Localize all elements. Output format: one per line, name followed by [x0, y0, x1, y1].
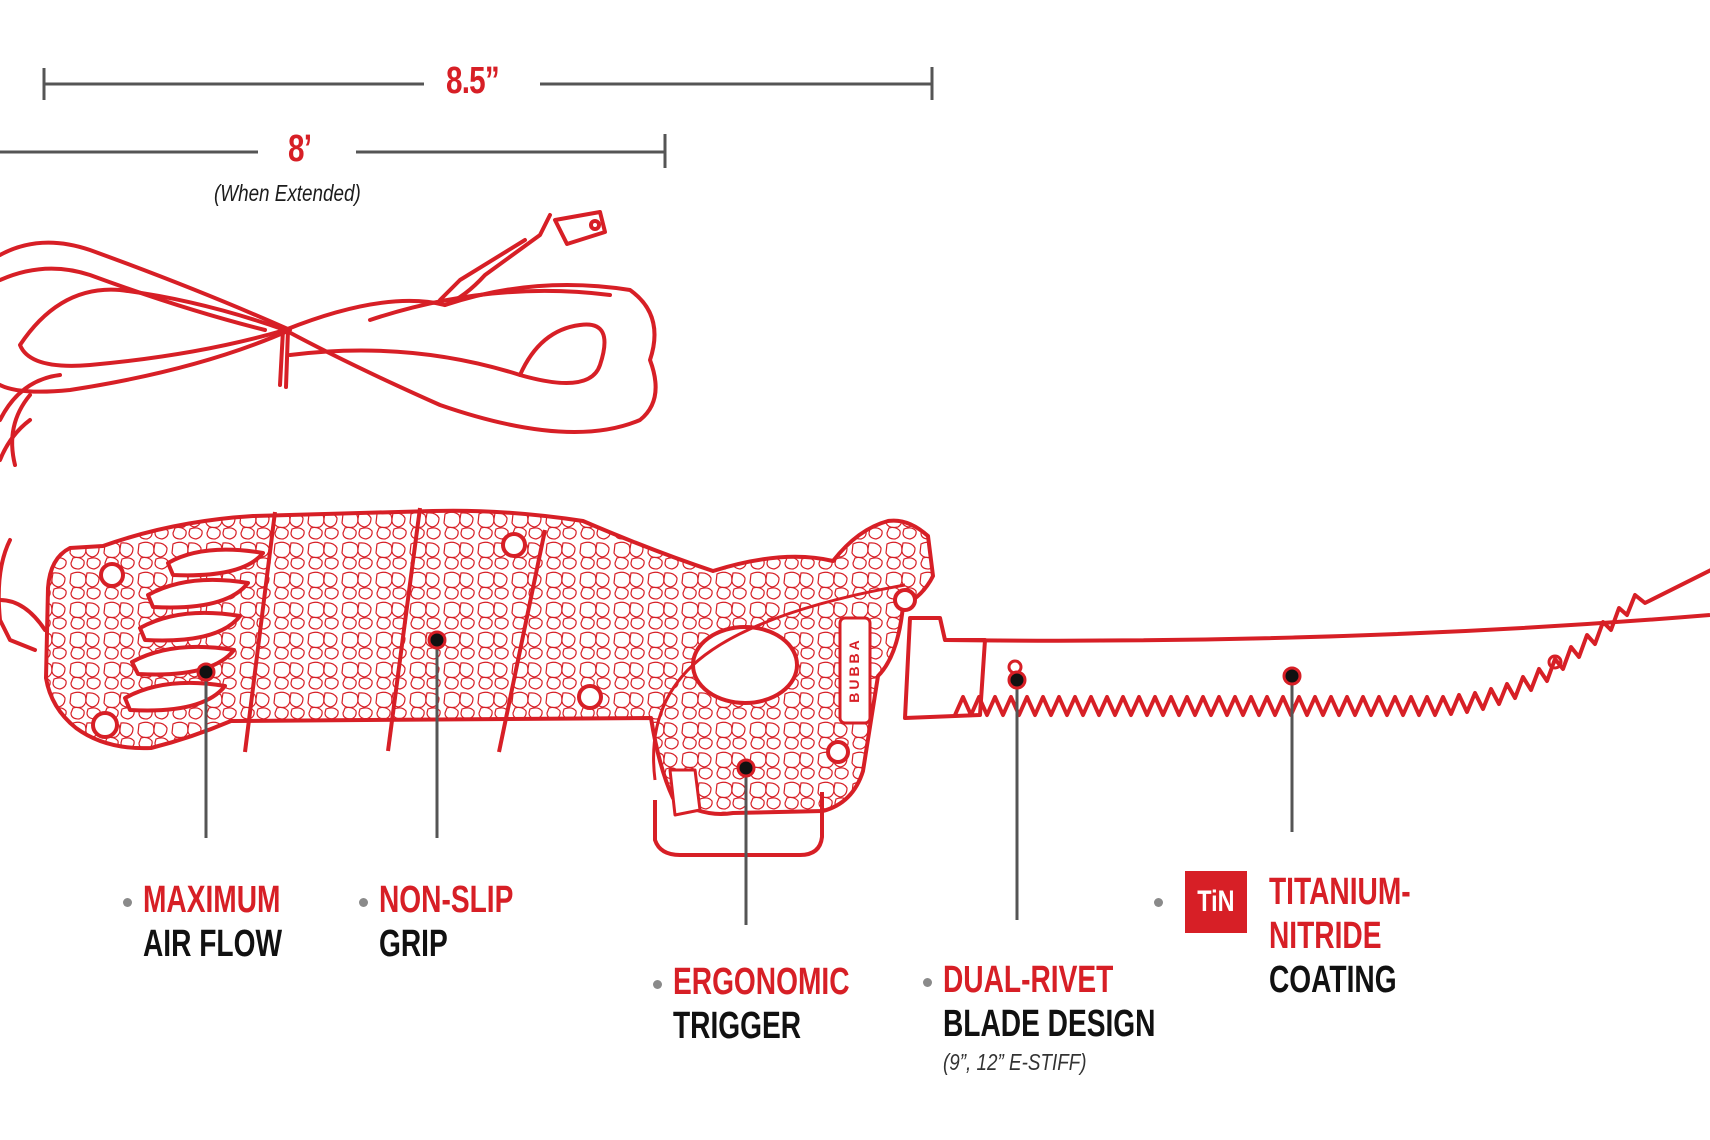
callout-grip: NON-SLIP GRIP — [379, 881, 561, 969]
grip-marker-icon — [427, 630, 447, 650]
callout-highlight-line2: NITRIDE — [1269, 915, 1382, 957]
callout-dots — [196, 630, 1302, 778]
cord-length-label: 8’ — [288, 128, 312, 170]
blade-rivet-marker-icon — [1007, 670, 1027, 690]
bullet-icon — [359, 898, 368, 907]
callout-text: COATING — [1269, 959, 1397, 1001]
knife-handle — [44, 507, 987, 857]
coating-marker-icon — [1282, 666, 1302, 686]
callout-highlight: NON-SLIP — [379, 879, 514, 921]
callout-coating: TITANIUM- NITRIDE COATING — [1269, 873, 1460, 1005]
callout-highlight: MAXIMUM — [143, 879, 281, 921]
power-cord-icon — [0, 210, 658, 652]
callout-text: BLADE DESIGN — [943, 1003, 1156, 1045]
callout-text: GRIP — [379, 923, 448, 965]
cord-length-note: (When Extended) — [214, 180, 361, 206]
bullet-icon — [653, 980, 662, 989]
callout-leaders — [204, 640, 1294, 925]
bullet-icon — [123, 898, 132, 907]
brand-mark: BUBBA — [846, 637, 862, 703]
trigger-marker-icon — [736, 758, 756, 778]
air-flow-marker-icon — [196, 662, 216, 682]
knife-length-label: 8.5” — [446, 60, 500, 102]
callout-highlight-line1: TITANIUM- — [1269, 871, 1411, 913]
bullet-icon — [1154, 898, 1163, 907]
callout-air-flow: MAXIMUM AIR FLOW — [143, 881, 331, 969]
callout-highlight: ERGONOMIC — [673, 961, 850, 1003]
tin-badge-icon: TiN — [1185, 871, 1247, 933]
dimension-cord-length — [0, 134, 667, 168]
callout-highlight: DUAL-RIVET — [943, 959, 1114, 1001]
bullet-icon — [923, 978, 932, 987]
callout-text: AIR FLOW — [143, 923, 283, 965]
callout-text: TRIGGER — [673, 1005, 802, 1047]
callout-subtext: (9”, 12” E-STIFF) — [943, 1049, 1087, 1075]
knife-blade — [944, 568, 1710, 717]
callout-trigger: ERGONOMIC TRIGGER — [673, 963, 912, 1051]
dimension-knife-length — [42, 67, 934, 100]
callout-blade: DUAL-RIVET BLADE DESIGN (9”, 12” E-STIFF… — [943, 961, 1230, 1074]
